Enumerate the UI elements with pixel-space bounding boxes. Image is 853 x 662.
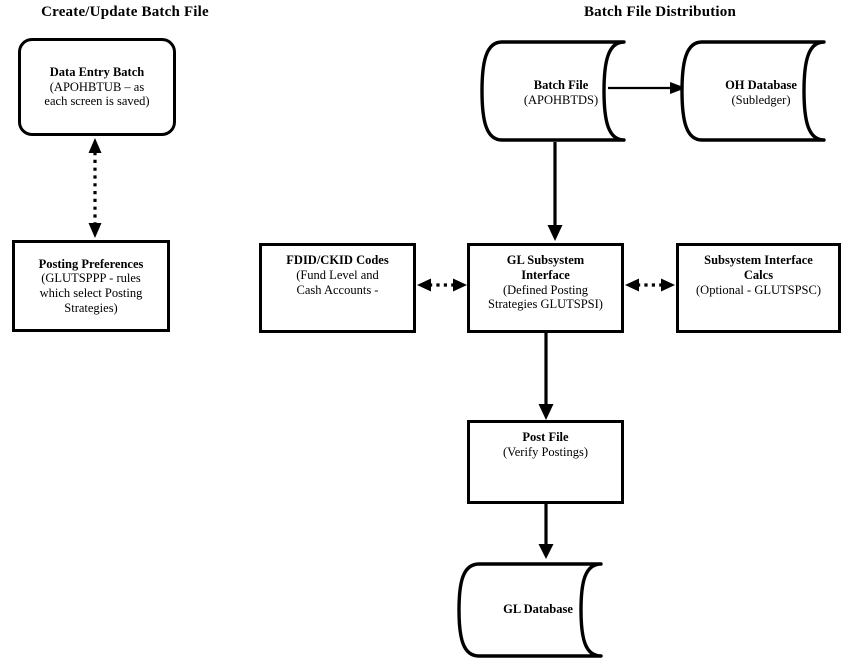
node-data-entry-batch-title: Data Entry Batch — [49, 64, 145, 79]
arrowhead-left-icon — [417, 278, 431, 292]
node-batch-file-text: Batch File (APOHBTDS) — [478, 78, 644, 108]
connector-gl-interface-to-calcs — [624, 274, 676, 296]
node-posting-preferences-line4: Strategies) — [64, 300, 118, 315]
node-batch-file-line2: (APOHBTDS) — [523, 93, 599, 107]
node-gl-subsystem-interface-text: GL Subsystem Interface (Defined Posting … — [482, 246, 609, 312]
node-data-entry-batch[interactable]: Data Entry Batch (APOHBTUB – as each scr… — [18, 38, 176, 136]
arrowhead-down-icon — [538, 404, 554, 420]
node-subsystem-interface-calcs-title-line1: Subsystem Interface — [704, 253, 813, 267]
node-batch-file-title: Batch File — [533, 78, 589, 92]
node-gl-subsystem-interface-line3: (Defined Posting — [502, 282, 589, 297]
cylinder-shape — [457, 562, 603, 658]
node-gl-subsystem-interface-title-line1: GL Subsystem — [506, 253, 585, 267]
section-title-batch-file-distribution: Batch File Distribution — [583, 4, 737, 20]
arrowhead-right-icon — [670, 82, 686, 94]
node-fdid-ckid-codes[interactable]: FDID/CKID Codes (Fund Level and Cash Acc… — [259, 243, 416, 333]
connector-post-file-to-gl-database — [536, 504, 556, 560]
node-batch-file[interactable]: Batch File (APOHBTDS) — [478, 40, 644, 142]
arrowhead-down-icon — [547, 225, 563, 241]
node-oh-database-title: OH Database — [725, 78, 797, 92]
node-post-file-text: Post File (Verify Postings) — [497, 423, 594, 460]
node-oh-database[interactable]: OH Database (Subledger) — [678, 40, 844, 142]
node-gl-database[interactable]: GL Database — [455, 562, 621, 658]
node-subsystem-interface-calcs-title-line2: Calcs — [743, 267, 774, 282]
node-oh-database-line2: (Subledger) — [731, 93, 791, 107]
node-fdid-ckid-codes-title: FDID/CKID Codes — [286, 253, 389, 267]
node-gl-database-text: GL Database — [455, 602, 621, 617]
node-data-entry-batch-text: Data Entry Batch (APOHBTUB – as each scr… — [38, 65, 155, 109]
node-posting-preferences-line2: (GLUTSPPP - rules — [41, 271, 141, 286]
node-posting-preferences-title: Posting Preferences — [38, 256, 144, 271]
arrowhead-right-icon — [661, 278, 675, 292]
connector-batch-file-to-oh-database — [608, 78, 688, 98]
connector-gl-interface-to-post-file — [536, 333, 556, 421]
node-subsystem-interface-calcs-text: Subsystem Interface Calcs (Optional - GL… — [690, 246, 827, 297]
arrowhead-up-icon — [88, 138, 102, 153]
node-gl-database-title: GL Database — [503, 602, 573, 616]
connector-data-entry-to-posting-prefs — [83, 136, 107, 240]
cylinder-shape — [480, 40, 626, 142]
node-fdid-ckid-codes-line3: Cash Accounts - — [296, 282, 379, 297]
node-data-entry-batch-line2: (APOHBTUB – as — [49, 79, 145, 94]
node-fdid-ckid-codes-text: FDID/CKID Codes (Fund Level and Cash Acc… — [280, 246, 394, 297]
node-gl-subsystem-interface-line4: Strategies GLUTSPSI) — [488, 297, 603, 312]
cylinder-shape — [680, 40, 826, 142]
connector-fdid-to-gl-interface — [416, 274, 468, 296]
node-gl-subsystem-interface-title-line2: Interface — [521, 267, 570, 282]
node-subsystem-interface-calcs-line3: (Optional - GLUTSPSC) — [696, 282, 821, 297]
arrowhead-down-icon — [88, 223, 102, 238]
node-data-entry-batch-line3: each screen is saved) — [44, 94, 150, 109]
node-post-file-title: Post File — [522, 430, 569, 444]
node-subsystem-interface-calcs[interactable]: Subsystem Interface Calcs (Optional - GL… — [676, 243, 841, 333]
node-post-file[interactable]: Post File (Verify Postings) — [467, 420, 624, 504]
arrowhead-left-icon — [625, 278, 639, 292]
node-posting-preferences-line3: which select Posting — [39, 286, 143, 300]
node-posting-preferences-text: Posting Preferences (GLUTSPPP - rules wh… — [33, 257, 150, 316]
arrowhead-down-icon — [538, 544, 554, 559]
arrowhead-right-icon — [453, 278, 467, 292]
node-gl-subsystem-interface[interactable]: GL Subsystem Interface (Defined Posting … — [467, 243, 624, 333]
node-post-file-line2: (Verify Postings) — [502, 444, 589, 459]
section-title-create-update-batch-file: Create/Update Batch File — [41, 4, 209, 20]
connector-batch-file-to-gl-interface — [545, 142, 565, 242]
node-fdid-ckid-codes-line2: (Fund Level and — [296, 267, 379, 282]
node-posting-preferences[interactable]: Posting Preferences (GLUTSPPP - rules wh… — [12, 240, 170, 332]
node-oh-database-text: OH Database (Subledger) — [678, 78, 844, 108]
